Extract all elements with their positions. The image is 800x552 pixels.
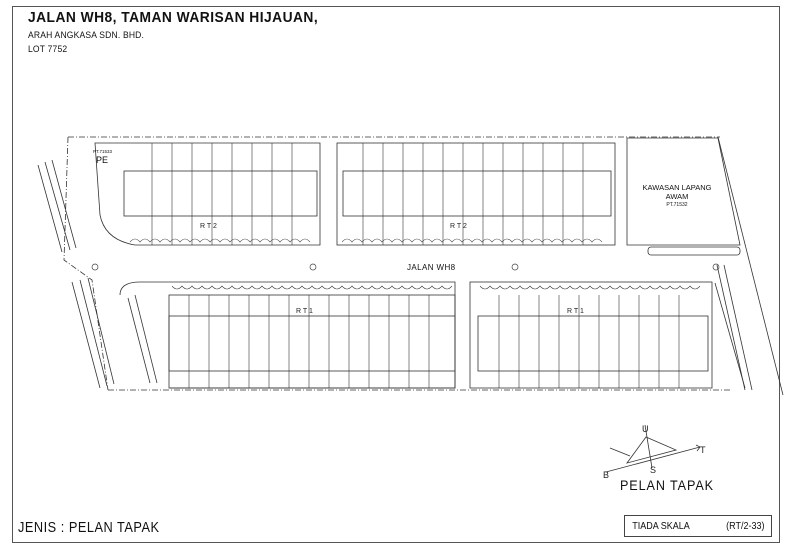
- project-title: JALAN WH8, TAMAN WARISAN HIJAUAN,: [28, 9, 319, 26]
- scale-box: TIADA SKALA (RT/2-33): [624, 515, 772, 537]
- drawing-type: JENIS : PELAN TAPAK: [18, 519, 160, 536]
- drawing-frame: [12, 6, 780, 543]
- road-label: JALAN WH8: [407, 263, 456, 272]
- substation-label: PE: [96, 155, 109, 165]
- open-space-line2: AWAM: [665, 192, 689, 201]
- south-label: S: [650, 465, 656, 475]
- north-label: U: [642, 424, 649, 434]
- scale-label: TIADA SKALA: [632, 520, 690, 532]
- block-label-top-left: R T 2: [200, 223, 217, 230]
- developer-name: ARAH ANGKASA SDN. BHD.: [28, 30, 145, 41]
- block-label-bottom-left: R T 1: [296, 308, 313, 315]
- open-space-line1: KAWASAN LAPANG: [642, 183, 712, 192]
- open-space-ref: PT.71532: [666, 202, 688, 208]
- lot-number: LOT 7752: [28, 44, 68, 55]
- drawing-code: (RT/2-33): [726, 520, 765, 532]
- block-label-top-right: R T 2: [450, 223, 467, 230]
- drawing-title: PELAN TAPAK: [620, 477, 714, 493]
- west-label: B: [603, 470, 609, 480]
- block-label-bottom-right: R T 1: [567, 308, 584, 315]
- north-arrow-icon: [605, 424, 701, 473]
- east-label: T: [700, 445, 706, 455]
- substation-ref: PT.71533: [93, 149, 113, 154]
- open-space-label: KAWASAN LAPANG AWAM PT.71532: [632, 183, 722, 210]
